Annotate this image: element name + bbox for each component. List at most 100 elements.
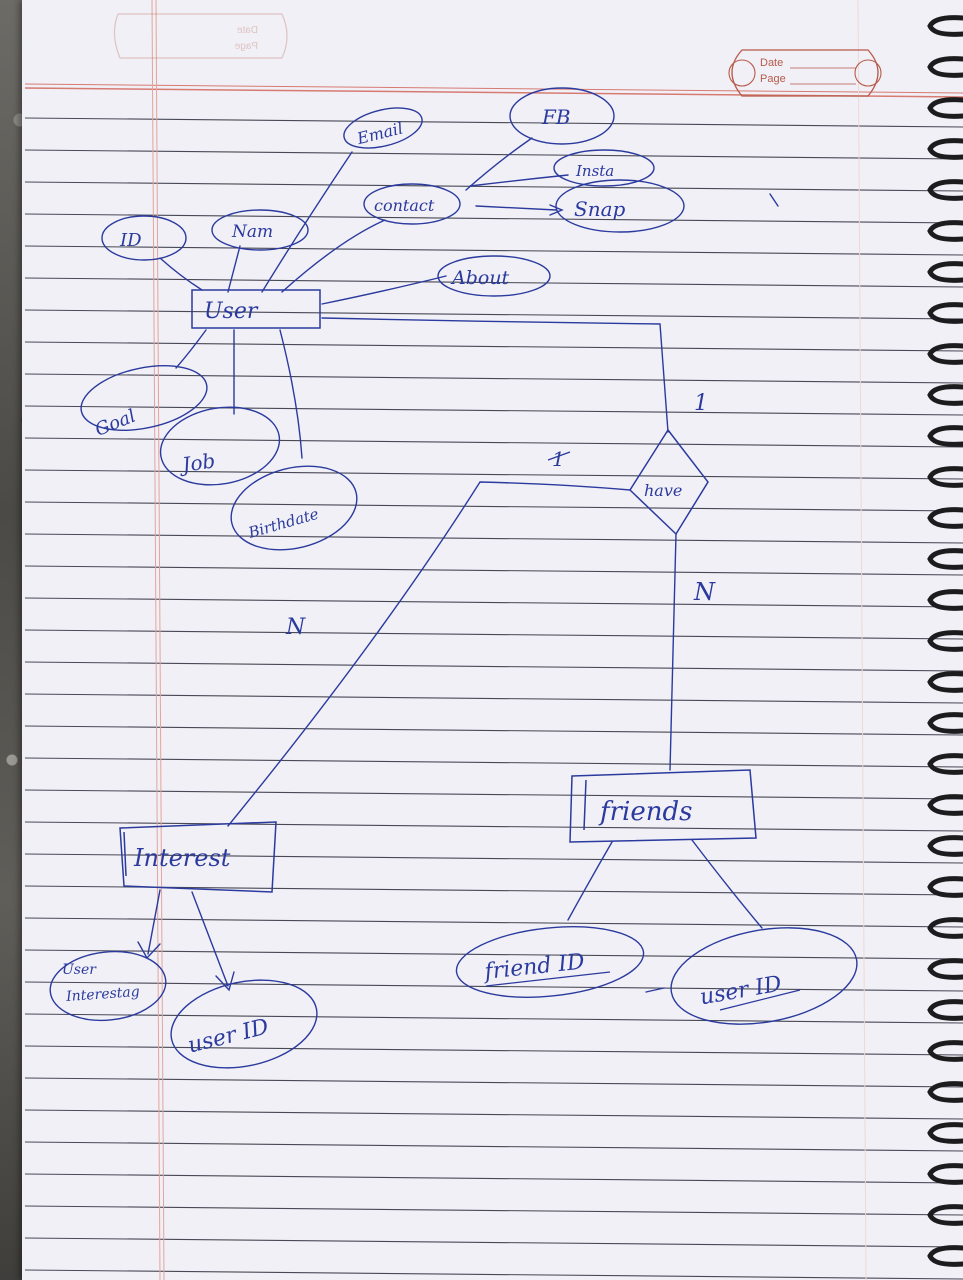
user-interest-tag-oval	[49, 950, 167, 1022]
interest-entity-label: Interest	[133, 844, 231, 872]
spiral-ring	[927, 97, 963, 119]
have-label: have	[644, 481, 682, 500]
date-label: Date	[760, 57, 783, 69]
ruled-line	[24, 1269, 963, 1280]
ruled-line	[24, 277, 963, 288]
about-oval	[437, 255, 551, 297]
spiral-ring	[927, 1081, 963, 1103]
ruled-line	[24, 693, 963, 704]
contact-fb-line	[465, 137, 533, 191]
entity-interest: Interest	[119, 821, 277, 893]
id-label: ID	[119, 230, 142, 251]
struck-cardinality-mark: 1	[547, 447, 571, 471]
spiral-ring	[927, 1122, 963, 1144]
user-email-line	[261, 151, 353, 293]
left-margin-line	[151, 0, 161, 1280]
user-interest-tag-label-2: Interestag	[65, 984, 141, 1005]
attribute-ovals	[49, 87, 858, 1069]
spiral-ring	[927, 261, 963, 283]
contact-snap-arrow	[549, 204, 564, 216]
entity-friends: friends	[569, 769, 757, 843]
have-interest-line	[227, 481, 631, 827]
key-underlines	[485, 971, 801, 1011]
stray-dash	[645, 987, 665, 993]
spiral-ring	[927, 138, 963, 160]
ruled-line	[24, 501, 963, 512]
interest-userid-line	[191, 891, 229, 987]
spiral-ring	[927, 876, 963, 898]
spiral-ring	[927, 179, 963, 201]
ruled-line	[24, 405, 963, 416]
interest-tag-line	[147, 889, 161, 955]
spiral-ring	[927, 999, 963, 1021]
ruled-line	[24, 757, 963, 768]
interest-user-id-label: user ID	[185, 1014, 271, 1058]
user-id-line	[159, 257, 203, 291]
job-oval	[159, 406, 281, 486]
spiral-ring	[927, 1163, 963, 1185]
interest-entity-box	[119, 821, 277, 893]
ruled-line	[24, 309, 963, 320]
fb-oval	[509, 87, 615, 145]
struck-mark-label: 1	[552, 447, 565, 471]
spiral-ring	[927, 589, 963, 611]
ruled-line	[24, 1109, 963, 1120]
ruled-line	[24, 565, 963, 576]
cardinality-interest-side: N	[285, 615, 306, 640]
insta-label: Insta	[575, 162, 614, 180]
ruled-line	[24, 1013, 963, 1024]
ruled-line	[24, 725, 963, 736]
cardinalities: 1 N N 1	[285, 391, 716, 640]
contact-insta-line	[469, 174, 569, 187]
ruled-line	[24, 789, 963, 800]
spiral-ring	[927, 1204, 963, 1226]
contact-snap-line	[475, 205, 557, 211]
snap-oval	[555, 179, 685, 233]
spiral-ring	[927, 630, 963, 652]
have-friends-line	[669, 533, 677, 771]
ruled-line	[24, 341, 963, 352]
user-name-line	[227, 245, 241, 293]
ruled-line	[24, 1205, 963, 1216]
ruled-line	[24, 213, 963, 224]
ruled-line	[24, 597, 963, 608]
spiral-ring	[927, 917, 963, 939]
ruled-line	[24, 1173, 963, 1184]
page-label: Page	[760, 73, 786, 85]
date-page-stamp: Date Page	[728, 49, 882, 97]
goal-oval	[80, 365, 208, 431]
spiral-ring	[927, 56, 963, 78]
spiral-ring	[927, 507, 963, 529]
ruled-line	[24, 981, 963, 992]
friend-id-oval	[455, 926, 645, 998]
contact-label: contact	[374, 196, 435, 215]
contact-oval	[363, 183, 461, 225]
birthdate-oval	[230, 465, 358, 551]
user-contact-line	[281, 219, 386, 293]
user-have-line	[321, 317, 669, 433]
goal-label: Goal	[92, 406, 139, 441]
ruled-line	[24, 1077, 963, 1088]
ruled-line	[24, 469, 963, 480]
insta-oval	[553, 149, 655, 187]
spiral-ring	[927, 343, 963, 365]
right-margin-line	[857, 0, 867, 1280]
friends-entity-box	[569, 769, 757, 843]
entity-user: User	[191, 289, 321, 329]
ruled-line	[24, 821, 963, 832]
mirror-page-label: Page	[234, 41, 258, 52]
stray-mark	[769, 193, 779, 207]
ruled-line	[24, 1237, 963, 1248]
ruled-line	[24, 245, 963, 256]
relationship-have: have	[629, 428, 709, 536]
ruled-line	[24, 885, 963, 896]
user-entity-label: User	[204, 299, 259, 324]
user-about-line	[321, 275, 447, 305]
show-through-date-stamp: Date Page	[113, 13, 288, 59]
cardinality-user-side: 1	[694, 391, 708, 416]
friends-user-id-underline	[719, 989, 801, 1011]
friend-id-underline	[485, 971, 611, 987]
name-label: Nam	[231, 222, 273, 242]
spiral-ring	[927, 425, 963, 447]
